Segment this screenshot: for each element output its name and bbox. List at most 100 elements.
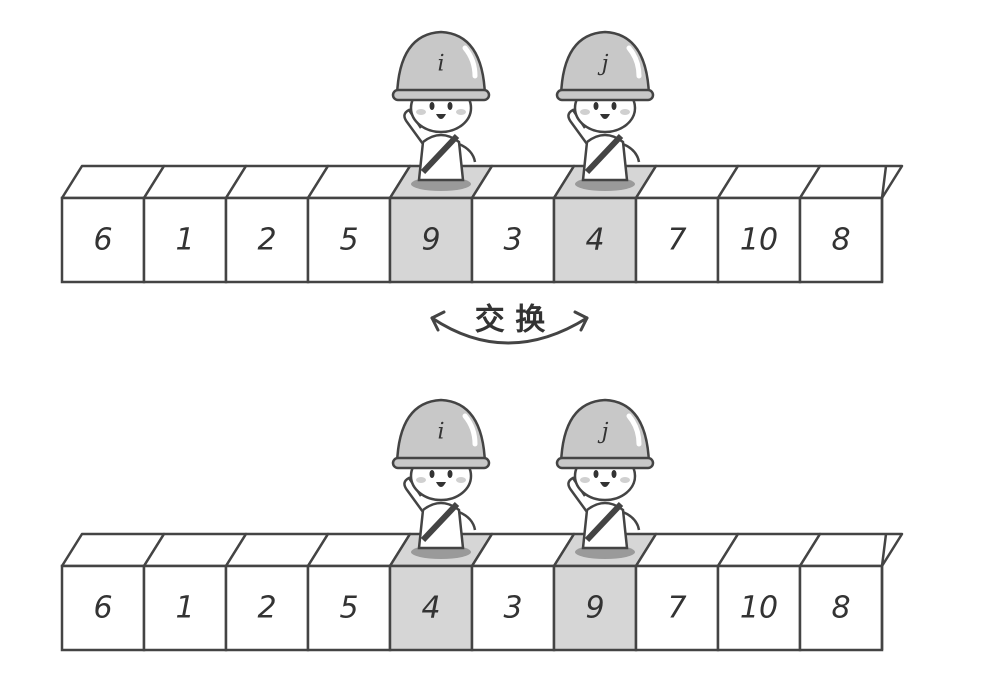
array-cell: 3 <box>470 532 576 652</box>
pointer-eye <box>447 470 453 478</box>
cell-front-face <box>470 564 556 652</box>
cell-value: 4 <box>585 223 604 258</box>
cell-value: 3 <box>503 591 522 626</box>
pointer-cheek <box>416 109 426 115</box>
cell-front-face <box>798 196 884 284</box>
helmet-shine <box>462 413 478 447</box>
array-cell: 1 <box>142 532 248 652</box>
cell-value: 8 <box>831 591 850 626</box>
pointer-j: j <box>555 30 655 191</box>
cell-front-face <box>142 196 228 284</box>
pointer-j: j <box>555 398 655 559</box>
cell-value: 1 <box>175 223 194 258</box>
pointer-i: i <box>391 30 491 191</box>
array-cell: 7 <box>634 532 740 652</box>
swap-arrow-left-head <box>430 310 446 332</box>
cell-front-face <box>60 564 146 652</box>
pointer-mouth <box>600 482 610 487</box>
array-cell: 2 <box>224 164 330 284</box>
cell-front-face <box>634 564 720 652</box>
array-cell: 10 <box>716 532 822 652</box>
pointer-arm-right <box>458 142 477 163</box>
cell-front-face <box>224 196 310 284</box>
array-cell: 8 <box>798 164 904 284</box>
pointer-cheek <box>620 109 630 115</box>
array-edge <box>880 165 888 282</box>
pointer-label: i <box>437 52 444 77</box>
cell-front-face <box>716 196 802 284</box>
pointer-cheek <box>580 109 590 115</box>
cell-front-face <box>224 564 310 652</box>
pointer-arm <box>567 108 589 145</box>
helmet-brim <box>391 88 491 102</box>
pointer-cheek <box>620 477 630 483</box>
pointer-eye <box>429 470 435 478</box>
pointer-cheek <box>456 477 466 483</box>
cell-front-face <box>142 564 228 652</box>
array-cell: 7 <box>634 164 740 284</box>
cell-front-face <box>634 196 720 284</box>
helmet-brim <box>391 456 491 470</box>
array-cell: 5 <box>306 164 412 284</box>
pointer-sash <box>420 501 460 543</box>
helmet-shine <box>626 45 642 79</box>
pointer-cheek <box>580 477 590 483</box>
pointer-arm-right <box>622 510 641 531</box>
cell-value: 4 <box>421 591 440 626</box>
pointer-cheek <box>456 109 466 115</box>
cell-front-face <box>306 564 392 652</box>
pointer-sash <box>584 133 624 175</box>
pointer-mouth <box>436 114 446 119</box>
pointer-i: i <box>391 398 491 559</box>
array-edge <box>880 533 888 650</box>
pointer-eye <box>593 102 599 110</box>
cell-front-face <box>716 564 802 652</box>
helmet-shine <box>626 413 642 447</box>
pointer-cheek <box>416 477 426 483</box>
array-cell: 5 <box>306 532 412 652</box>
cell-value: 9 <box>585 591 604 626</box>
helmet-shine <box>462 45 478 79</box>
array-cell: 10 <box>716 164 822 284</box>
cell-value: 6 <box>93 223 112 258</box>
cell-value: 5 <box>339 591 358 626</box>
swap-arrow-right-head <box>573 310 589 332</box>
array-cell: 3 <box>470 164 576 284</box>
cell-value: 10 <box>740 591 778 626</box>
cell-value: 8 <box>831 223 850 258</box>
pointer-arm <box>567 476 589 513</box>
cell-value: 10 <box>740 223 778 258</box>
cell-front-face <box>388 564 474 652</box>
cell-value: 3 <box>503 223 522 258</box>
swap-arrow-curve <box>430 316 589 345</box>
pointer-sash <box>420 133 460 175</box>
helmet-brim <box>555 88 655 102</box>
cell-value: 7 <box>667 223 686 258</box>
pointer-sash <box>584 501 624 543</box>
array-cell: 6 <box>60 532 166 652</box>
pointer-label: i <box>437 420 444 445</box>
pointer-arm <box>403 108 425 145</box>
pointer-eye <box>429 102 435 110</box>
helmet-brim <box>555 456 655 470</box>
cell-value: 7 <box>667 591 686 626</box>
cell-value: 2 <box>257 591 276 626</box>
cell-value: 2 <box>257 223 276 258</box>
cell-value: 5 <box>339 223 358 258</box>
pointer-mouth <box>600 114 610 119</box>
array-cell: 2 <box>224 532 330 652</box>
pointer-eye <box>611 470 617 478</box>
swap-label: 交 换 <box>475 303 546 338</box>
cell-front-face <box>552 564 638 652</box>
array-cell: 6 <box>60 164 166 284</box>
pointer-eye <box>447 102 453 110</box>
pointer-eye <box>611 102 617 110</box>
pointer-arm-right <box>622 142 641 163</box>
cell-front-face <box>306 196 392 284</box>
pointer-arm <box>403 476 425 513</box>
pointer-mouth <box>436 482 446 487</box>
array-cell: 8 <box>798 532 904 652</box>
